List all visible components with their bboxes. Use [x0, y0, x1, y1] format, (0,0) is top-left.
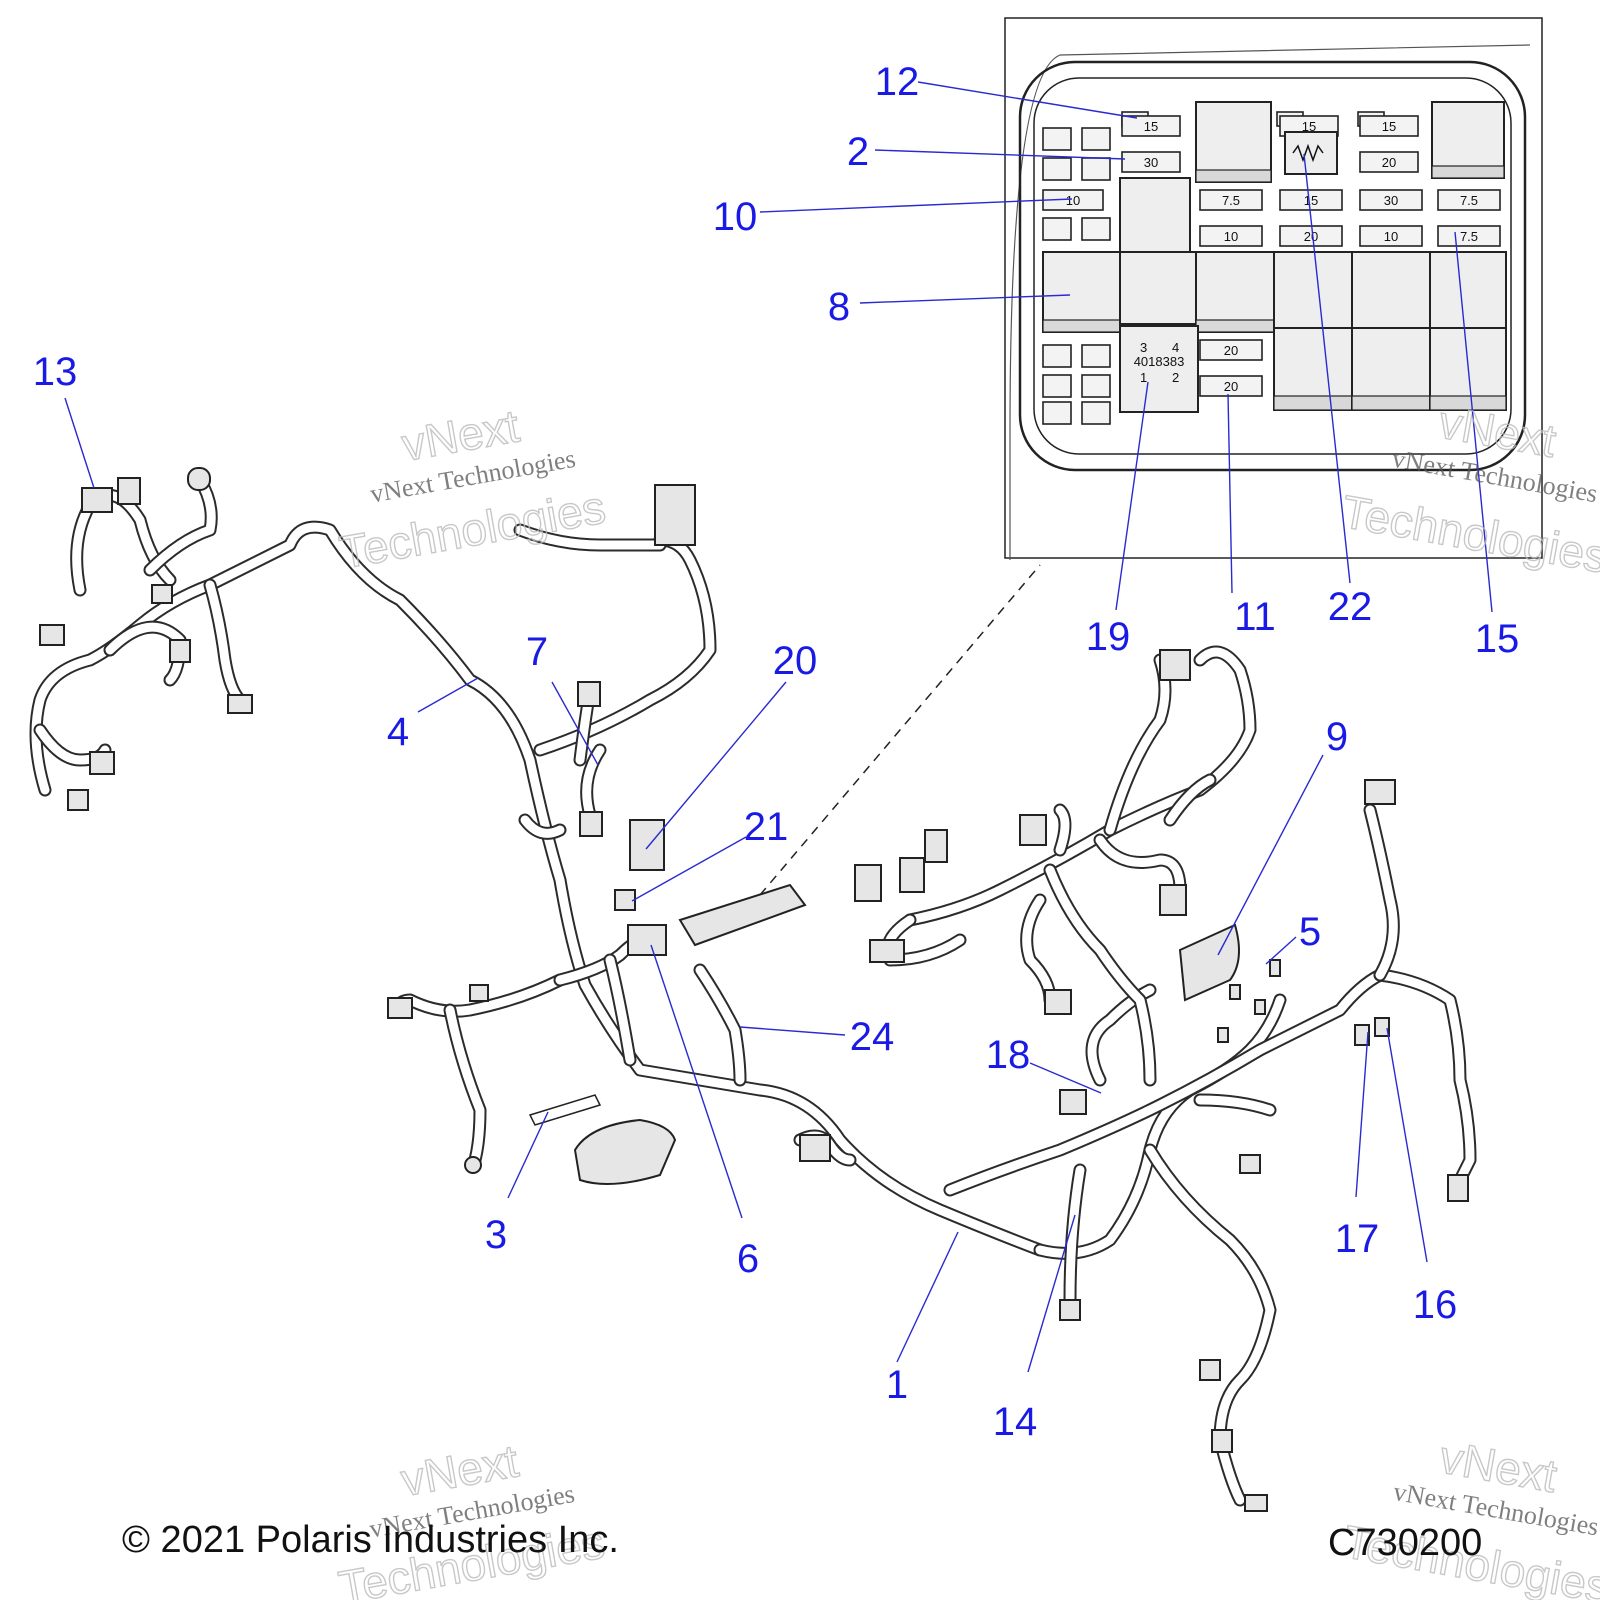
relay-row-3[interactable]: [1195, 251, 1275, 333]
callout-17[interactable]: 17: [1335, 1217, 1380, 1261]
leader-lines: [64, 81, 1493, 1373]
fuse-box-main[interactable]: [678, 883, 807, 947]
fuse-d[interactable]: 15: [1279, 189, 1343, 211]
callout-5[interactable]: 5: [1299, 910, 1321, 954]
part-6-clip: [627, 924, 667, 956]
fuse-box-inner-rim: [1033, 77, 1512, 455]
relay-row-4[interactable]: [1273, 251, 1353, 329]
callout-20[interactable]: 20: [773, 639, 818, 683]
relay-bottom-4[interactable]: [1273, 327, 1353, 411]
relay-top-middle[interactable]: [1195, 101, 1272, 183]
part-5-fastener: [1269, 959, 1281, 977]
ecu-module: [573, 1118, 677, 1185]
harness-center: [881, 645, 1257, 1087]
callout-4[interactable]: 4: [387, 710, 409, 754]
relay-8[interactable]: [1042, 251, 1121, 333]
callout-18[interactable]: 18: [986, 1033, 1031, 1077]
callout-10[interactable]: 10: [713, 195, 758, 239]
fuse-rating: 30: [1384, 193, 1398, 208]
fuse-rating: 10: [1066, 193, 1080, 208]
fuse-rating: 15: [1144, 119, 1158, 134]
fuse-rating: 20: [1304, 229, 1318, 244]
relay-pin-4: 4: [1172, 340, 1179, 355]
fuse-rating: 15: [1382, 119, 1396, 134]
part-21-fuse: [614, 889, 636, 911]
callout-21[interactable]: 21: [744, 805, 789, 849]
relay-pin-2: 2: [1172, 370, 1179, 385]
fuse-e[interactable]: 20: [1279, 225, 1343, 247]
fuse-rating: 10: [1384, 229, 1398, 244]
callout-13[interactable]: 13: [33, 350, 78, 394]
fuse-rating: 7.5: [1222, 193, 1240, 208]
relay-row-2[interactable]: [1119, 251, 1197, 325]
fuse-rating: 20: [1382, 155, 1396, 170]
fuse-rating: 7.5: [1460, 229, 1478, 244]
fuse-f[interactable]: 15: [1359, 115, 1419, 137]
fuse-12[interactable]: 15: [1121, 115, 1181, 137]
fuse-j[interactable]: 7.5: [1437, 189, 1501, 211]
relay-row-6[interactable]: [1429, 251, 1507, 329]
relay-bottom-5[interactable]: [1351, 327, 1431, 411]
relay-row-5[interactable]: [1351, 251, 1431, 329]
relay-top-right[interactable]: [1431, 101, 1505, 179]
drawing-code: C730200: [1328, 1522, 1482, 1564]
copyright-text: © 2021 Polaris Industries Inc.: [122, 1519, 619, 1561]
fuse-rating: 15: [1304, 193, 1318, 208]
watermark-bottom-center: vNext vNext Technologies Technologies: [334, 1434, 609, 1600]
callout-24[interactable]: 24: [850, 1015, 895, 1059]
relay-part-number: 4018383: [1134, 354, 1185, 369]
callout-2[interactable]: 2: [847, 130, 869, 174]
part-20-bracket: [629, 819, 665, 871]
relay-center-upper[interactable]: [1119, 177, 1191, 253]
fuse-a[interactable]: 7.5: [1199, 189, 1263, 211]
fuse-rating: 10: [1224, 229, 1238, 244]
watermark-top-center: vNext vNext Technologies Technologies: [335, 399, 610, 580]
callout-1[interactable]: 1: [886, 1363, 908, 1407]
fuse-15[interactable]: 7.5: [1437, 225, 1501, 247]
fuse-2[interactable]: 30: [1121, 151, 1181, 173]
fuse-rating: 20: [1224, 379, 1238, 394]
callout-labels: 1 2 3 4 5 6 7 8 9 10 11 12 13 14 15 16 1…: [33, 60, 1520, 1444]
relay-pin-3: 3: [1140, 340, 1147, 355]
callout-15[interactable]: 15: [1475, 617, 1520, 661]
fuse-b[interactable]: 10: [1199, 225, 1263, 247]
callout-9[interactable]: 9: [1326, 715, 1348, 759]
fuse-rating: 30: [1144, 155, 1158, 170]
fuse-h[interactable]: 30: [1359, 189, 1423, 211]
relay-bottom-6[interactable]: [1429, 327, 1507, 411]
relay-pin-1: 1: [1140, 370, 1147, 385]
callout-7[interactable]: 7: [526, 630, 548, 674]
fuse-box-inset: 15 30 10 7.5 10 15 15 20 15 20 30 10 7.5…: [1004, 17, 1543, 560]
watermark-bottom-right: vNext vNext Technologies Technologies: [1339, 1430, 1600, 1600]
callout-14[interactable]: 14: [993, 1400, 1038, 1444]
callout-6[interactable]: 6: [737, 1237, 759, 1281]
callout-22[interactable]: 22: [1328, 585, 1373, 629]
fuse-rating: 20: [1224, 343, 1238, 358]
fuse-g[interactable]: 20: [1359, 151, 1419, 173]
fuse-box-housing: [1018, 60, 1527, 472]
callout-3[interactable]: 3: [485, 1213, 507, 1257]
relay-19[interactable]: 3 4 4018383 1 2: [1119, 325, 1199, 413]
circuit-breaker-22[interactable]: [1284, 131, 1338, 175]
inset-housing-outline: [1009, 44, 1531, 560]
part-3-label: [528, 1094, 602, 1126]
fuse-11[interactable]: 20: [1199, 375, 1263, 397]
fuse-rating: 7.5: [1460, 193, 1478, 208]
projection-line: [759, 564, 1041, 896]
fuse-rating: 15: [1302, 119, 1316, 134]
callout-11[interactable]: 11: [1234, 595, 1276, 639]
callout-19[interactable]: 19: [1086, 615, 1131, 659]
callout-16[interactable]: 16: [1413, 1283, 1458, 1327]
main-harness: [29, 467, 1477, 1512]
main-connector-block: [654, 484, 696, 546]
callout-8[interactable]: 8: [828, 285, 850, 329]
fuse-i[interactable]: 10: [1359, 225, 1423, 247]
callout-12[interactable]: 12: [875, 60, 920, 104]
fuse-k[interactable]: 20: [1199, 339, 1263, 361]
